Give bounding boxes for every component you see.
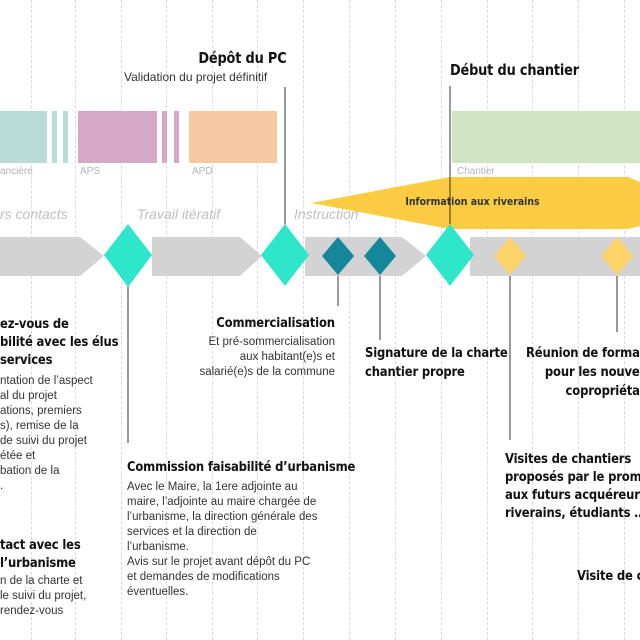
grid-line	[395, 0, 396, 640]
depot-pc-subtitle: Validation du projet définitif	[124, 70, 268, 84]
contact-urbanisme-body: n de la charte et le suivi du projet, re…	[0, 574, 86, 619]
body-line: et demandes de modifications	[127, 571, 280, 583]
phase-bar-segment	[174, 111, 179, 163]
body-line: s), remise de la	[0, 420, 79, 432]
body-line: de suivi du projet	[0, 435, 87, 447]
grid-line	[257, 0, 258, 640]
grid-line	[31, 0, 32, 640]
commission-body: Avec le Maire, la 1ere adjointe au maire…	[127, 480, 318, 600]
phase-bar-segment	[78, 111, 157, 163]
body-line: l’urbanisme.	[127, 541, 189, 553]
milestone-diamond-signature	[364, 237, 396, 275]
phase-label-contacts: rs contacts	[0, 206, 68, 222]
title-line: tact avec les	[0, 537, 81, 553]
body-line: rendez-vous	[0, 605, 64, 617]
milestone-diamond-depot-pc	[261, 224, 309, 286]
body-line: le suivi du projet,	[0, 590, 87, 602]
info-banner-shape	[311, 177, 640, 229]
grid-line	[532, 0, 533, 640]
body-line: maire, l’adjointe au maire chargée de	[127, 496, 317, 508]
grid-line	[166, 0, 167, 640]
phase-label-instruction: Instruction	[294, 206, 359, 222]
grid-line	[121, 0, 122, 640]
grid-line	[487, 0, 488, 640]
body-line: Avis sur le projet avant dépôt du PC	[127, 556, 311, 568]
title-line: Réunion de format	[526, 345, 640, 361]
arrow-segment	[152, 237, 262, 276]
phase-label-travail: Travail itératif	[137, 206, 220, 222]
rdv-elus-body: ntation de l’aspect al du projet ations,…	[0, 374, 93, 494]
bar-label-etude: ancière	[0, 166, 33, 177]
depot-pc-title: Dépôt du PC	[197, 49, 286, 67]
rdv-elus-title: ez-vous de bilité avec les élus services	[0, 315, 118, 369]
grid-line	[303, 0, 304, 640]
title-line: Signature de la charte	[365, 345, 508, 361]
milestone-diamond-visites	[494, 237, 526, 275]
body-line: .	[0, 480, 4, 492]
body-line: éventuelles.	[127, 586, 189, 598]
body-line: al du projet	[0, 390, 57, 402]
phase-bar-segment	[63, 111, 68, 163]
grid-line	[75, 0, 76, 640]
body-line: services et la direction de	[127, 526, 257, 538]
title-line: aux futurs acquéreurs	[505, 487, 640, 503]
body-line: n de la charte et	[0, 575, 83, 587]
title-line: pour les nouvea	[544, 364, 640, 380]
body-line: ntation de l’aspect	[0, 375, 93, 387]
title-line: services	[0, 352, 53, 368]
reunion-formation-title: Réunion de format pour les nouvea coprop…	[526, 344, 640, 401]
visite-title: Visite de c	[577, 568, 640, 584]
grid-line	[441, 0, 442, 640]
debut-chantier-title: Début du chantier	[450, 61, 579, 79]
arrow-segment	[0, 237, 104, 276]
info-banner-label: Information aux riverains	[405, 195, 540, 208]
bar-label-aps: APS	[80, 166, 101, 177]
phase-bar-apd	[189, 111, 277, 163]
grid-line	[624, 0, 625, 640]
milestone-diamond-debut-chantier	[426, 224, 474, 286]
bar-label-chantier: Chantier	[457, 166, 495, 177]
phase-bar-chantier	[452, 111, 640, 163]
grid-line	[349, 0, 350, 640]
phase-bar-segment	[162, 111, 167, 163]
commercialisation-body: Et pré-sommercialisation aux habitant(e)…	[199, 335, 335, 380]
milestone-diamond	[104, 224, 152, 287]
commercialisation-title: Commercialisation	[216, 315, 335, 331]
grid-line	[212, 0, 213, 640]
title-line: chantier propre	[365, 364, 465, 380]
commission-title: Commission faisabilité d’urbanisme	[127, 459, 356, 475]
body-line: Avec le Maire, la 1ere adjointe au	[127, 481, 298, 493]
body-line: bation de la	[0, 465, 60, 477]
milestone-diamond-reunion	[601, 237, 633, 275]
contact-urbanisme-title: tact avec les l’urbanisme	[0, 536, 81, 572]
phase-bar-segment	[0, 111, 47, 163]
signature-charte-title: Signature de la charte chantier propre	[365, 344, 508, 382]
body-line: l’urbanisme, la direction générale des	[127, 511, 318, 523]
body-line: étée et	[0, 450, 36, 462]
visites-chantiers-title: Visites de chantiers proposés par le pro…	[505, 450, 640, 522]
title-line: copropriétai	[565, 383, 640, 399]
body-line: aux habitant(e)s et	[239, 351, 335, 363]
bar-label-apd: APD	[192, 166, 213, 177]
title-line: ez-vous de	[0, 316, 69, 332]
milestone-diamond-commercialisation	[322, 237, 354, 275]
grid-line	[578, 0, 579, 640]
phase-bar-segment	[52, 111, 57, 163]
body-line: Et pré-sommercialisation	[208, 336, 335, 348]
body-line: salarié(e)s de la commune	[199, 366, 335, 378]
title-line: l’urbanisme	[0, 555, 76, 571]
body-line: ations, premiers	[0, 405, 82, 417]
title-line: riverains, étudiants …	[505, 505, 640, 521]
title-line: bilité avec les élus	[0, 334, 119, 350]
title-line: Visites de chantiers	[505, 451, 632, 467]
title-line: proposés par le promo	[505, 469, 640, 485]
